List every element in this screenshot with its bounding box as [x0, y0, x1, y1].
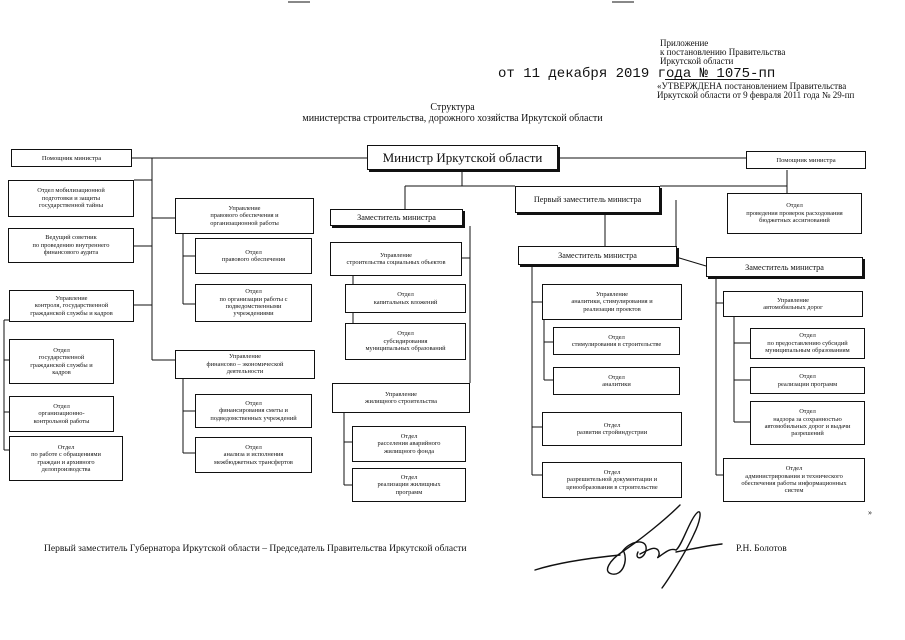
signer-position: Первый заместитель Губернатора Иркутской… — [44, 544, 467, 554]
appendix-decree-ref: к постановлению Правительства — [660, 47, 786, 57]
document-subtitle: министерства строительства, дорожного хо… — [302, 113, 603, 124]
handwritten-signature-icon — [534, 504, 723, 589]
document-title: Структура — [430, 102, 475, 113]
approved-note-line2: Иркутской области от 9 февраля 2011 года… — [657, 90, 855, 100]
decree-number-stamp: от 11 декабря 2019 года № 1075-пп — [498, 66, 776, 82]
decree-underline — [665, 79, 760, 80]
deputy-minister-2-box: Заместитель министра — [518, 246, 677, 265]
assistant-minister-left-box: Помощник министра — [11, 149, 132, 167]
minister-box: Министр Иркутской области — [367, 145, 558, 170]
appendix-region: Иркутской области — [660, 56, 734, 66]
first-deputy-minister-box: Первый заместитель министра — [515, 186, 660, 213]
appendix-label: Приложение — [660, 38, 709, 48]
approved-note-line1: «УТВЕРЖДЕНА постановлением Правительства — [657, 81, 847, 91]
assistant-minister-right-box: Помощник министра — [746, 151, 866, 169]
deputy-minister-1-box: Заместитель министра — [330, 209, 463, 226]
closing-quote-mark: » — [868, 508, 872, 517]
deputy-minister-3-box: Заместитель министра — [706, 257, 863, 277]
signer-name: Р.Н. Болотов — [736, 544, 787, 554]
